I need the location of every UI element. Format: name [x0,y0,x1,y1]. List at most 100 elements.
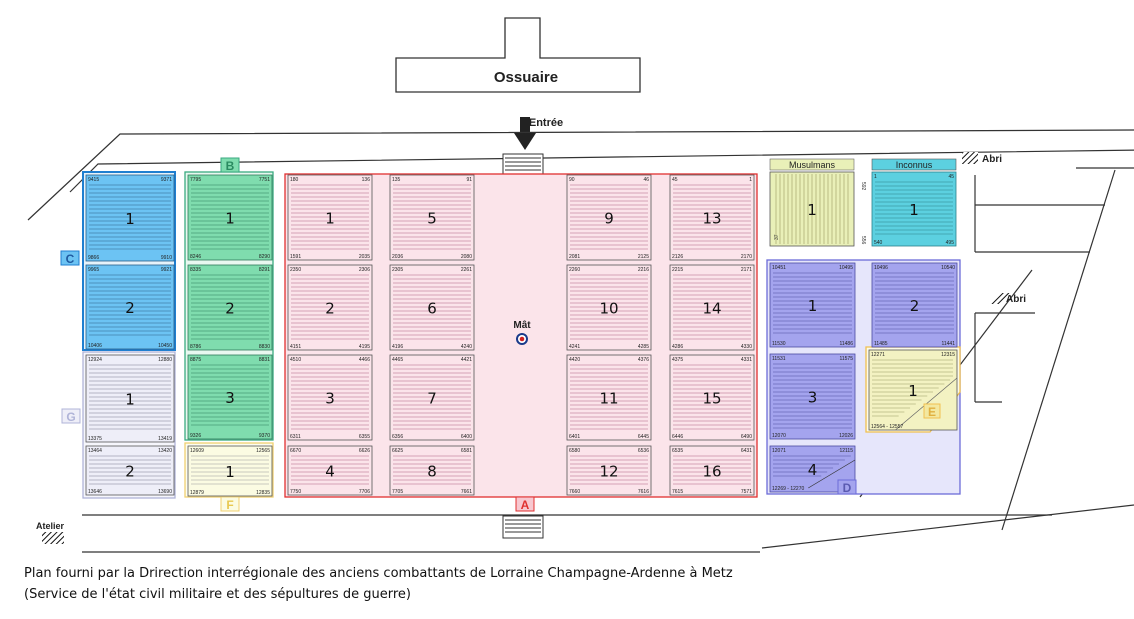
plot-num-top-left: 7795 [190,177,201,183]
plot-number: 1 [807,201,817,219]
plot-num-bottom-right: 13690 [158,489,172,495]
plot-number: 3 [325,390,335,408]
plot-num-top-left: 6535 [672,448,683,454]
plot-num-top-right: 8831 [259,357,270,363]
plot-num-top-left: 6670 [290,448,301,454]
plot-num-bottom-left: 6446 [672,434,683,440]
tag-b-label: B [226,159,235,173]
plot-num-bottom-left: 11485 [874,341,888,347]
plot-num-top-left: 6580 [569,448,580,454]
plot-num-bottom-left: 10406 [88,343,102,349]
inconnus-header [871,158,957,171]
plot-body [871,171,957,247]
plot-number: 15 [702,390,721,408]
plot-num-bottom-left: 2126 [672,254,683,260]
plot-num-top-right: 10495 [839,265,853,271]
plot-num-bottom-left: 7615 [672,489,683,495]
plot-num-top-right: 2306 [359,267,370,273]
tag-f-label: F [226,498,233,512]
plot-num-bottom-left: 12879 [190,490,204,496]
inconnus-label: Inconnus [896,160,933,170]
plot-num-bottom-right: 11486 [839,341,853,347]
plot-num-bottom-right: 2035 [359,254,370,260]
plot-num-top-left: 4510 [290,357,301,363]
tag-f [220,496,240,512]
plot-num-bottom-right: 6490 [741,434,752,440]
flagpole: Mât [513,320,531,345]
musulmans-label: Musulmans [789,160,836,170]
plot-number: 13 [702,210,721,228]
plot-num-top-left: 90 [569,177,575,183]
tag-a-label: A [521,498,530,512]
plot-musulmans-1[interactable]: 1 [769,171,855,247]
plot-num-top-right: 4421 [461,357,472,363]
plot-body [85,174,175,262]
plot-num-bottom-left: 12070 [772,433,786,439]
plot-num-bottom-left: 2081 [569,254,580,260]
plot-number: 1 [909,201,919,219]
tag-d-label: D [843,481,852,495]
plot-num-bottom-right: 6445 [638,434,649,440]
plot-num-top-left: 2215 [672,267,683,273]
plot-number: 16 [702,463,721,481]
bottom-steps [502,515,544,539]
plot-num-bottom-right: 12026 [839,433,853,439]
plot-num-bottom-left: 6311 [290,434,301,440]
plot-num-top-right: 10540 [941,265,955,271]
plot-num-top-right: 136 [362,177,371,183]
plot-num-top-left: 45 [672,177,678,183]
cemetery-boundary [27,129,1134,553]
plot-number: 4 [325,463,335,481]
plot-num-top-right: 4376 [638,357,649,363]
plot-num-top-right: 6581 [461,448,472,454]
plot-number: 12 [599,463,618,481]
plot-num-bottom-right: 4195 [359,344,370,350]
plot-num-bottom-right: 8290 [259,254,270,260]
plot-num-bottom-right: 7571 [741,489,752,495]
plot-num-bottom-left: 540 [874,240,883,246]
tag-c [60,250,80,266]
tag-e-label: E [928,405,936,419]
tag-e [923,403,941,419]
plot-num-bottom-right: 6400 [461,434,472,440]
plot-num-top-right: 46 [643,177,649,183]
plot-body [85,354,175,443]
plot-num-top-left: 2260 [569,267,580,273]
tag-g [61,408,81,424]
plot-num-top-left: 8335 [190,267,201,273]
plot-number: 1 [908,382,918,400]
plot-num-bottom-right: 12835 [256,490,270,496]
tag-d [837,479,857,495]
plot-num-top-right: 12315 [941,352,955,358]
